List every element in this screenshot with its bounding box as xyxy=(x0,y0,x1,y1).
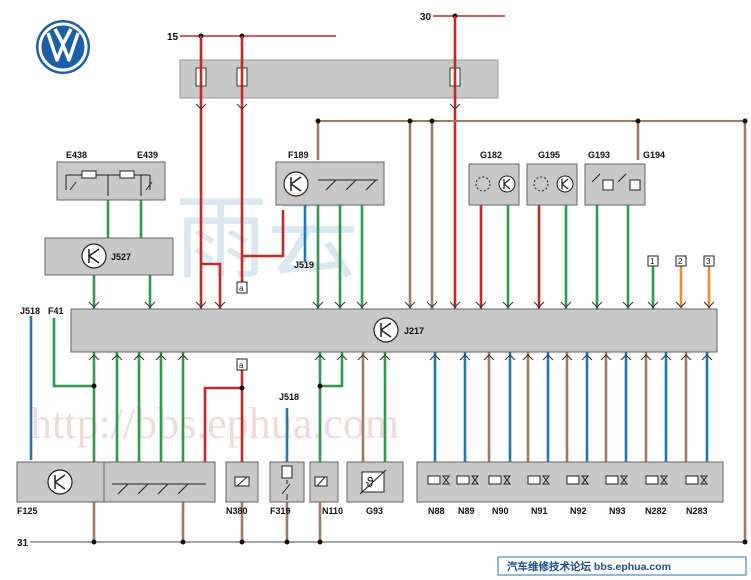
connector-boxes: 1 2 3 xyxy=(647,255,715,267)
e438-e439-switch-box: E438 E439 xyxy=(56,150,166,201)
n91-label: N91 xyxy=(531,506,548,516)
fuse-panel xyxy=(179,59,499,99)
j527-module: J527 xyxy=(44,237,174,276)
n88-label: N88 xyxy=(428,506,445,516)
n380-label: N380 xyxy=(226,506,248,516)
n283-label: N283 xyxy=(686,506,708,516)
g93-label: G93 xyxy=(366,506,383,516)
connector-a-lower: a xyxy=(236,358,248,371)
connector-3-label: 3 xyxy=(706,257,711,266)
n282-label: N282 xyxy=(645,506,667,516)
n93-label: N93 xyxy=(609,506,626,516)
vw-logo: VW xyxy=(36,20,90,74)
j217-label: J217 xyxy=(404,326,424,336)
f319-label: F319 xyxy=(270,506,291,516)
j518-top-label: J518 xyxy=(20,306,40,316)
f189-module: F189 J519 xyxy=(275,150,385,270)
f125-label: F125 xyxy=(17,506,38,516)
g93-sensor: ϑ G93 xyxy=(346,461,404,516)
valve-block: N88 N89 N90 N91 N92 N93 N282 N283 xyxy=(416,461,724,516)
j518-mid-label: J518 xyxy=(279,392,299,402)
transistor-icon xyxy=(373,317,399,343)
f41-label: F41 xyxy=(48,306,64,316)
f125-module: F125 xyxy=(16,461,216,516)
transistor-icon xyxy=(47,469,73,495)
forum-banner: 汽车维修技术论坛 bbs.ephua.com xyxy=(497,556,747,576)
pin-marks xyxy=(88,103,715,361)
e438-label: E438 xyxy=(66,150,87,160)
e439-label: E439 xyxy=(137,150,158,160)
n380-valve: N380 xyxy=(225,461,259,516)
g182-label: G182 xyxy=(480,150,502,160)
forum-text: 汽车维修技术论坛 bbs.ephua.com xyxy=(507,560,671,573)
svg-text:a: a xyxy=(239,361,244,370)
rail-31-label: 31 xyxy=(17,538,29,549)
n110-valve: N110 xyxy=(309,461,343,516)
j519-label: J519 xyxy=(294,260,314,270)
g194-label: G194 xyxy=(643,150,665,160)
f319-switch: J518 F319 xyxy=(269,392,305,516)
temperature-sensor-icon: ϑ xyxy=(366,474,374,490)
g193-g194-sensor: G193 G194 xyxy=(584,150,665,206)
g195-label: G195 xyxy=(538,150,560,160)
j527-label: J527 xyxy=(111,252,131,262)
f189-label: F189 xyxy=(288,150,309,160)
n89-label: N89 xyxy=(458,506,475,516)
n110-label: N110 xyxy=(322,506,343,516)
g195-sensor: G195 xyxy=(526,150,578,206)
n90-label: N90 xyxy=(492,506,509,516)
transistor-icon xyxy=(283,171,309,197)
n92-label: N92 xyxy=(570,506,587,516)
watermark-url: http://bbs.ephua.com xyxy=(30,399,399,448)
rail-30-label: 30 xyxy=(420,12,432,23)
rail-30: 30 xyxy=(420,12,505,23)
g193-label: G193 xyxy=(588,150,610,160)
connector-2-label: 2 xyxy=(678,257,683,266)
rail-15-label: 15 xyxy=(167,32,179,43)
transistor-icon xyxy=(81,243,107,269)
connector-a-upper: a xyxy=(236,281,248,294)
rail-15: 15 xyxy=(167,32,336,43)
wires xyxy=(29,16,747,543)
g182-sensor: G182 xyxy=(468,150,520,206)
connector-1-label: 1 xyxy=(650,257,655,266)
junction-dots xyxy=(91,118,748,545)
j217-controller: J217 xyxy=(70,308,718,353)
svg-text:a: a xyxy=(239,284,244,293)
